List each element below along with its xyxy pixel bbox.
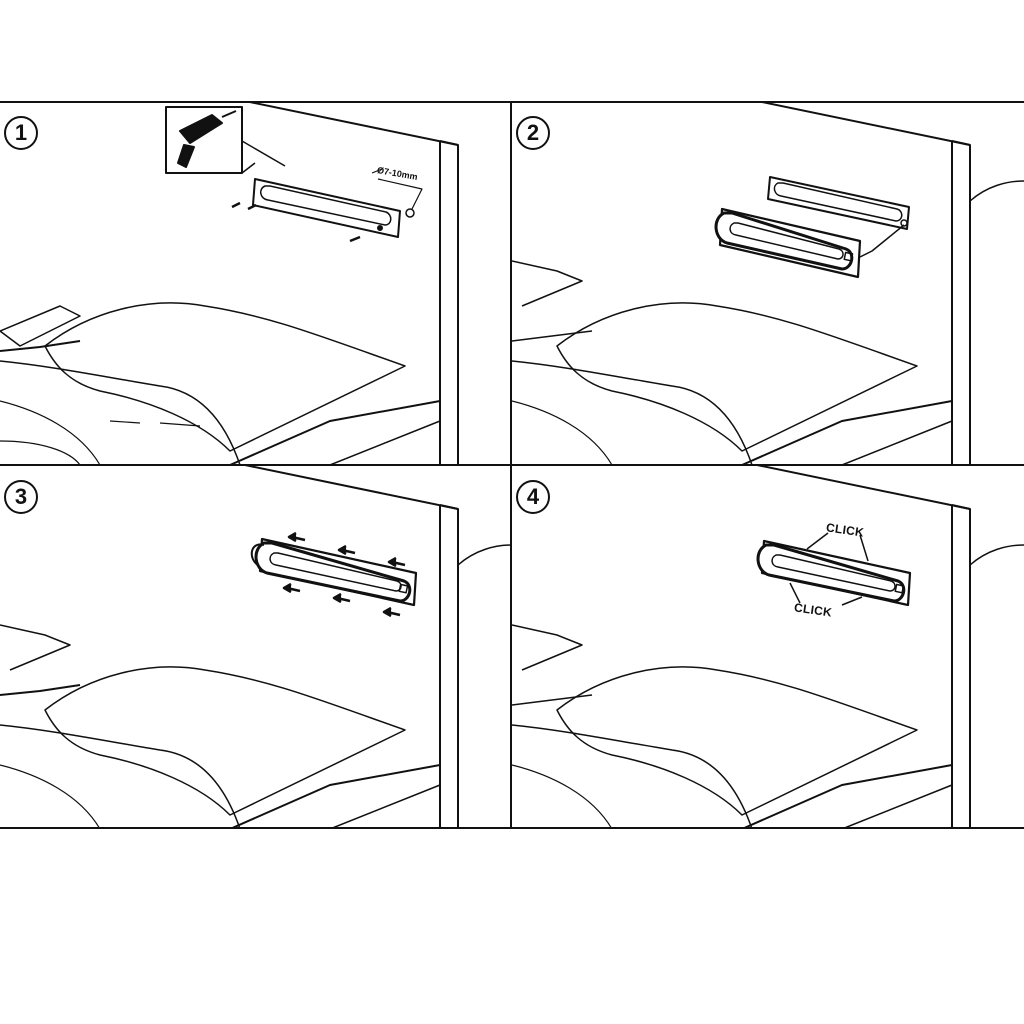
step-number-badge: 1 — [4, 116, 38, 150]
instruction-grid: 1 Ø7-10mm — [0, 101, 1024, 829]
step-2-panel: 2 — [512, 101, 1024, 465]
step-3-panel: 3 — [0, 465, 512, 829]
step-1-illustration — [0, 101, 459, 465]
step-1-panel: 1 Ø7-10mm — [0, 101, 512, 465]
step-4-illustration — [512, 465, 1024, 829]
step-3-illustration — [0, 465, 512, 829]
step-number-badge: 4 — [516, 480, 550, 514]
step-number-badge: 2 — [516, 116, 550, 150]
step-4-panel: 4 CLICK CLICK — [512, 465, 1024, 829]
step-2-illustration — [512, 101, 1024, 465]
step-number-badge: 3 — [4, 480, 38, 514]
